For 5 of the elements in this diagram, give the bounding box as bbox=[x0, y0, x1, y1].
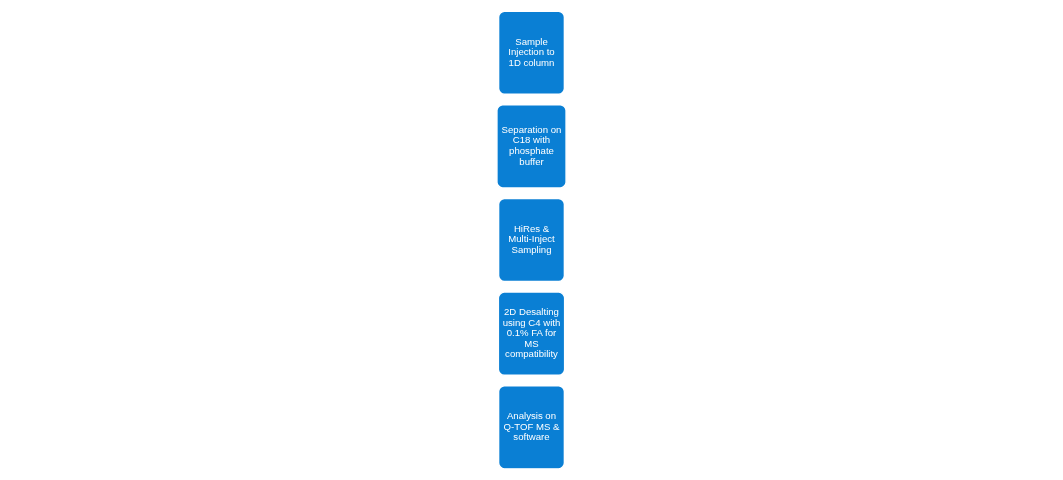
node-box: Analysis on Q-TOF MS & software bbox=[497, 385, 566, 470]
node-box: Separation on C18 with phosphate buffer bbox=[496, 104, 567, 189]
node-box: HiRes & Multi-Inject Sampling bbox=[497, 197, 566, 283]
node-box: 2D Desalting using C4 with 0.1% FA for MS compatibility bbox=[497, 291, 566, 376]
node-box: Sample Injection to 1D column bbox=[497, 10, 566, 95]
